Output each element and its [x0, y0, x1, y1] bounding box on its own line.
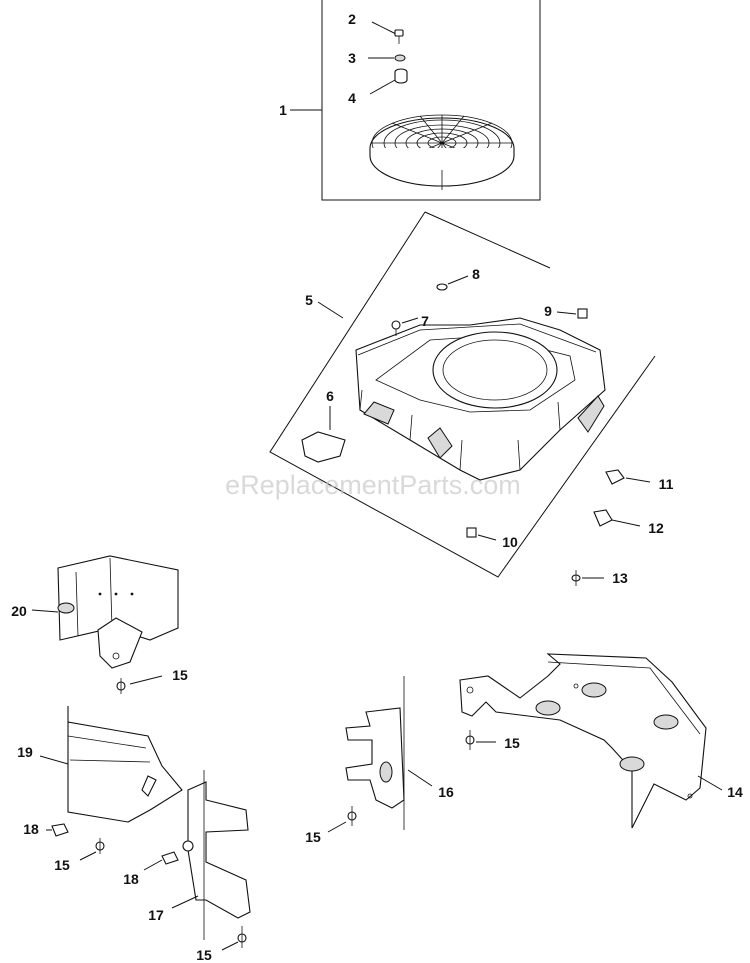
leader-17	[171, 895, 199, 909]
callout-15-b: 15	[54, 857, 70, 873]
screw-part-11	[605, 469, 651, 485]
callout-20: 20	[11, 603, 27, 619]
clip-part-6	[301, 406, 346, 463]
screw-part-15-e	[465, 730, 496, 750]
callout-15-e: 15	[504, 735, 520, 751]
spacer-part-4	[369, 68, 408, 95]
leader-19	[39, 755, 69, 765]
watermark-text: eReplacementParts.com	[225, 470, 521, 500]
callout-5: 5	[305, 292, 313, 308]
callout-15-c: 15	[196, 947, 212, 963]
screw-part-13	[571, 570, 604, 586]
screw-part-15-c	[221, 926, 247, 951]
callout-18-a: 18	[23, 821, 39, 837]
housing-panel-outline	[269, 211, 656, 578]
screw-part-18-b	[143, 851, 179, 871]
grass-screen-part	[369, 114, 515, 190]
nut-part-10	[466, 527, 497, 541]
leader-5	[317, 301, 344, 319]
screw-part-12	[593, 509, 641, 527]
nut-part-9	[556, 308, 588, 319]
leader-16	[407, 769, 433, 787]
callout-10: 10	[502, 534, 518, 550]
callout-18-b: 18	[123, 871, 139, 887]
kit-bracket-box	[321, 0, 541, 201]
baffle-part-19	[39, 706, 183, 823]
screw-part-2	[371, 21, 404, 44]
screw-part-15-a	[116, 675, 163, 694]
callout-15-d: 15	[305, 829, 321, 845]
blower-housing-group	[269, 211, 656, 578]
washer-part-3	[368, 54, 406, 62]
bracket-part-17	[171, 770, 251, 940]
callout-6: 6	[326, 388, 334, 404]
callout-19: 19	[17, 744, 33, 760]
callout-16: 16	[438, 784, 454, 800]
screw-part-15-d	[327, 806, 357, 833]
callout-7: 7	[421, 313, 429, 329]
callout-15-a: 15	[172, 667, 188, 683]
callout-14: 14	[727, 784, 743, 800]
bracket-part-16	[345, 676, 433, 830]
screw-part-18-a	[46, 823, 69, 837]
screw-part-15-b	[79, 838, 105, 861]
callout-13: 13	[612, 570, 628, 586]
callout-9: 9	[544, 303, 552, 319]
callout-3: 3	[348, 50, 356, 66]
screw-part-7	[391, 317, 419, 336]
screen-kit-group	[290, 0, 541, 201]
callout-2: 2	[348, 11, 356, 27]
callout-17: 17	[148, 907, 164, 923]
callout-1: 1	[279, 102, 287, 118]
callout-8: 8	[472, 266, 480, 282]
callout-4: 4	[348, 90, 356, 106]
plug-part-8	[436, 275, 469, 291]
baffle-part-20	[31, 555, 179, 669]
callout-11: 11	[659, 476, 674, 492]
leader-14	[697, 775, 723, 791]
leader-20	[31, 609, 59, 613]
callout-12: 12	[648, 520, 664, 536]
shroud-part-14	[459, 653, 723, 829]
